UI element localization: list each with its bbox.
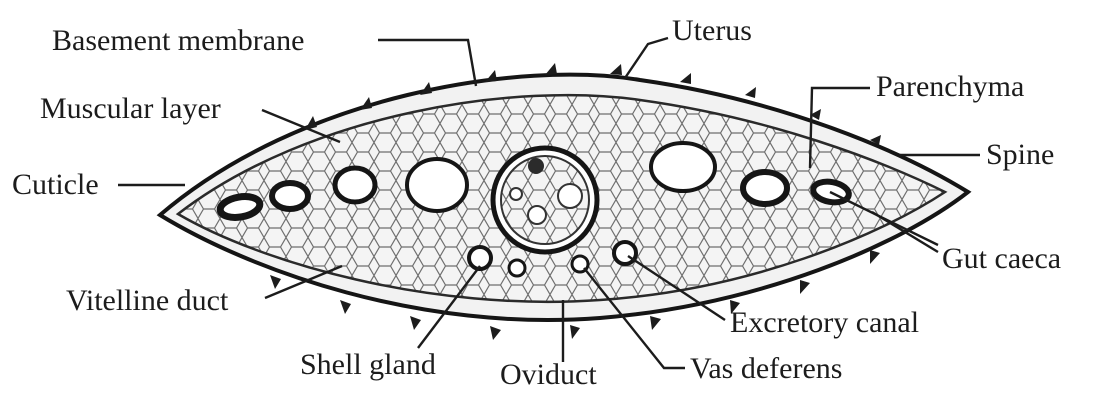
label-parenchyma: Parenchyma — [876, 70, 1024, 103]
label-shell-gland: Shell gland — [300, 348, 436, 381]
label-excretory-canal: Excretory canal — [730, 306, 919, 339]
label-cuticle: Cuticle — [12, 168, 99, 201]
label-uterus: Uterus — [672, 14, 752, 47]
label-oviduct: Oviduct — [500, 358, 597, 391]
uterus-structure — [493, 148, 597, 252]
label-muscular-layer: Muscular layer — [40, 92, 221, 125]
label-spine: Spine — [986, 138, 1054, 171]
label-basement-membrane: Basement membrane — [52, 24, 304, 57]
label-vas-deferens: Vas deferens — [690, 352, 842, 385]
label-vitelline-duct: Vitelline duct — [66, 284, 229, 317]
label-gut-caeca: Gut caeca — [942, 242, 1061, 275]
